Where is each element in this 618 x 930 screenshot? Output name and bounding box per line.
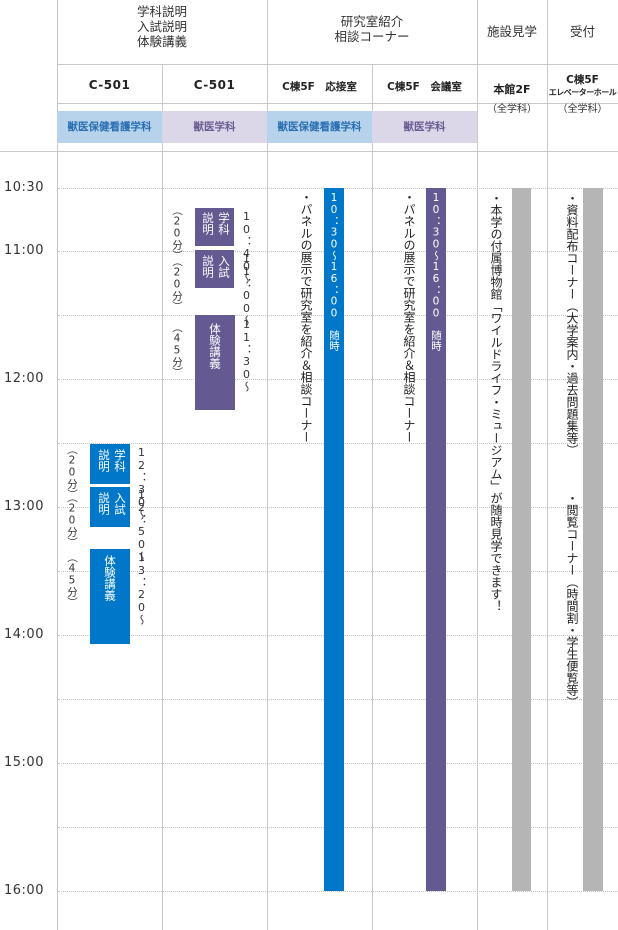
session-start-time: 10：40〜 — [240, 210, 253, 284]
room-label-museum: 本館2F （全学科） — [477, 81, 547, 115]
session-duration: （45分） — [171, 322, 183, 378]
room-label: C棟5F 応接室 — [282, 81, 357, 93]
column-divider — [547, 0, 548, 930]
session-block-admission-explanation: 入試 説明 — [195, 250, 234, 288]
time-label: 10:30 — [4, 180, 44, 195]
time-label: 13:00 — [4, 499, 44, 514]
session-duration: （20分） — [66, 492, 78, 548]
header-divider — [57, 103, 618, 104]
facility-note: ・本学の付属博物館「ワイルドライフ・ミュージアム」が随時見学できます！ — [489, 192, 503, 612]
header-line: 体験講義 — [136, 34, 187, 49]
room-label-reception: C棟5F エレベーターホール （全学科） — [547, 72, 618, 115]
header-line: 相談コーナー — [334, 29, 410, 44]
lab-open-period-bar: 10：30〜16：00 随時 — [426, 188, 446, 891]
session-label: 学科 — [217, 212, 231, 235]
session-block-dept-explanation: 学科 説明 — [90, 444, 130, 484]
lab-note: ・パネルの展示で研究室を紹介＆相談コーナー — [402, 191, 416, 443]
column-divider — [372, 64, 373, 930]
department-tag-veterinary: 獣医学科 — [372, 111, 477, 143]
session-duration: （20分） — [171, 205, 183, 261]
lab-bar-time: 10：30〜16：00 随時 — [430, 192, 442, 351]
lab-open-period-bar: 10：30〜16：00 随時 — [324, 188, 344, 891]
header-group-lab: 研究室紹介 相談コーナー — [267, 14, 477, 44]
column-divider — [57, 0, 58, 930]
session-start-time: 13：20〜 — [135, 551, 148, 625]
session-block-admission-explanation: 入試 説明 — [90, 487, 130, 527]
column-divider — [477, 0, 478, 930]
department-tag-veterinary: 獣医学科 — [162, 111, 267, 143]
session-block-trial-lecture: 体験講義 — [195, 315, 235, 410]
session-label: 体験講義 — [208, 323, 222, 369]
time-label: 12:00 — [4, 371, 44, 386]
session-label: 入試 — [113, 492, 127, 515]
time-label: 16:00 — [4, 883, 44, 898]
session-start-time: 11：00〜 — [240, 252, 253, 326]
room-label: C-501 — [193, 78, 236, 92]
time-label: 14:00 — [4, 627, 44, 642]
header-divider — [57, 64, 618, 65]
header-group-explanations: 学科説明 入試説明 体験講義 — [57, 4, 267, 49]
lab-bar-time: 10：30〜16：00 随時 — [328, 192, 340, 351]
session-duration: （20分） — [66, 444, 78, 500]
session-duration: （45分） — [66, 552, 78, 608]
session-label: 学科 — [113, 449, 127, 472]
header-line: 研究室紹介 — [340, 14, 404, 29]
column-divider — [162, 64, 163, 930]
room-label: C-501 — [88, 78, 131, 92]
session-label: 入試 — [217, 255, 231, 278]
room-title: 本館2F — [493, 83, 531, 96]
room-title: エレベーターホール — [548, 88, 617, 97]
reception-open-period-bar — [583, 188, 603, 891]
session-block-trial-lecture: 体験講義 — [90, 549, 130, 644]
session-label: 説明 — [201, 255, 215, 278]
lab-note: ・パネルの展示で研究室を紹介＆相談コーナー — [299, 191, 313, 443]
header-divider — [0, 151, 618, 152]
session-label: 説明 — [201, 212, 215, 235]
room-title: C棟5F — [566, 74, 599, 86]
session-label: 説明 — [97, 492, 111, 515]
session-start-time: 12：50〜 — [135, 488, 148, 562]
time-label: 11:00 — [4, 243, 44, 258]
session-start-time: 11：30〜 — [240, 318, 253, 392]
room-subtitle: （全学科） — [557, 104, 608, 115]
time-gridline — [58, 891, 618, 892]
header-line: 学科説明 — [136, 4, 187, 19]
session-label: 体験講義 — [103, 555, 117, 601]
time-label: 15:00 — [4, 755, 44, 770]
facility-open-period-bar — [512, 188, 531, 891]
department-tag-nursing: 獣医保健看護学科 — [57, 111, 162, 143]
header-group-reception: 受付 — [569, 24, 595, 39]
session-start-time: 12：30〜 — [135, 446, 148, 520]
room-subtitle: （全学科） — [487, 104, 537, 115]
reception-note: ・資料配布コーナー（大学案内・過去問題集等） — [565, 192, 579, 456]
reception-note: ・閲覧コーナー（時間割・学生便覧等） — [565, 492, 579, 708]
session-duration: （20分） — [171, 256, 183, 312]
header-line: 入試説明 — [136, 19, 187, 34]
room-label: C棟5F 会議室 — [387, 81, 462, 93]
department-tag-nursing: 獣医保健看護学科 — [267, 111, 372, 143]
column-divider — [267, 0, 268, 930]
header-group-facility: 施設見学 — [486, 24, 537, 39]
session-label: 説明 — [97, 449, 111, 472]
session-block-dept-explanation: 学科 説明 — [195, 208, 234, 246]
